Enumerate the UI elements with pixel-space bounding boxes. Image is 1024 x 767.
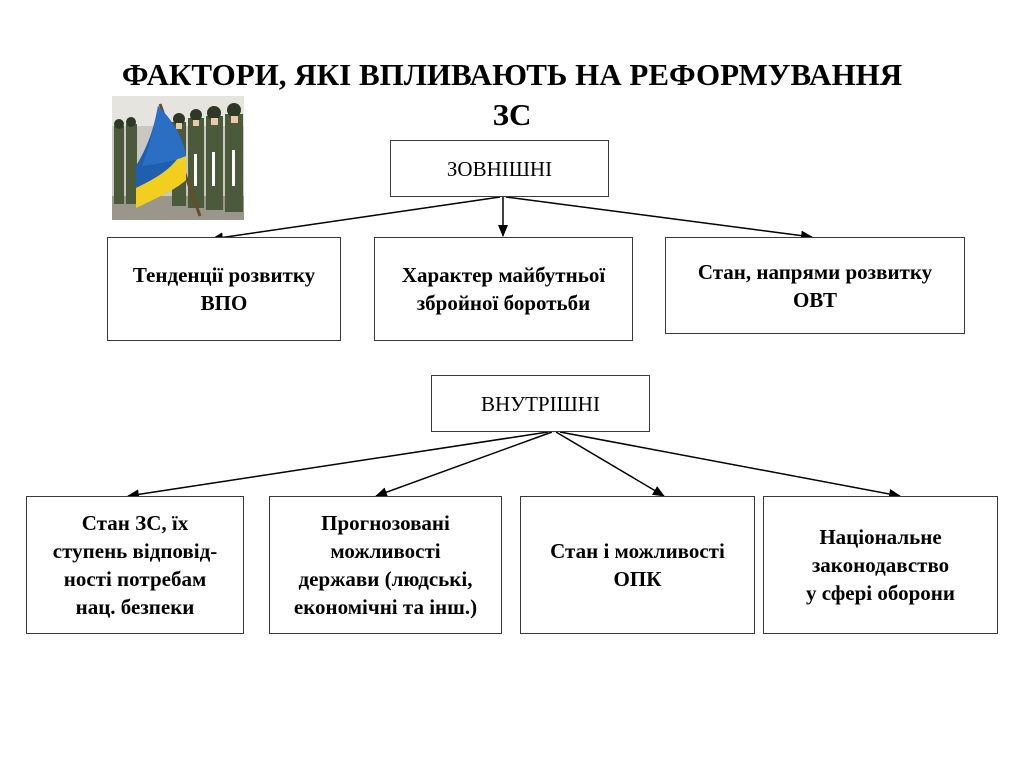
internal-factor-box: Стан і можливості ОПК — [520, 496, 755, 634]
box-text-line: ступень відповід- — [53, 537, 217, 565]
arrow-internal-1 — [128, 432, 548, 496]
external-factor-box: Тенденції розвитку ВПО — [107, 237, 341, 341]
page-title: ФАКТОРИ, ЯКІ ВПЛИВАЮТЬ НА РЕФОРМУВАННЯ — [40, 56, 984, 94]
external-category-label: ЗОВНІШНІ — [447, 155, 552, 183]
box-text-line: Тенденції розвитку — [133, 261, 315, 289]
arrow-external-3 — [506, 197, 812, 237]
arrow-internal-2 — [376, 432, 552, 496]
box-text-line: Характер майбутньої — [402, 261, 605, 289]
box-text-line: ВПО — [201, 289, 248, 317]
external-category-box: ЗОВНІШНІ — [390, 140, 609, 197]
box-text-line: Стан, напрями розвитку — [698, 258, 932, 286]
box-text-line: нац. безпеки — [76, 593, 195, 621]
arrow-external-1 — [212, 197, 500, 239]
box-text-line: держави (людські, — [299, 565, 473, 593]
internal-category-box: ВНУТРІШНІ — [431, 375, 650, 432]
box-text-line: ОПК — [614, 565, 662, 593]
box-text-line: Прогнозовані — [321, 509, 450, 537]
box-text-line: ності потребам — [64, 565, 207, 593]
internal-factor-box: Національне законодавство у сфері оборон… — [763, 496, 998, 634]
box-text-line: Національне — [819, 523, 941, 551]
internal-factor-box: Прогнозовані можливості держави (людські… — [269, 496, 502, 634]
box-text-line: можливості — [330, 537, 440, 565]
box-text-line: Стан і можливості — [550, 537, 725, 565]
arrow-internal-3 — [556, 432, 664, 496]
internal-category-label: ВНУТРІШНІ — [481, 390, 600, 418]
internal-factor-box: Стан ЗС, їх ступень відповід- ності потр… — [26, 496, 244, 634]
external-factor-box: Стан, напрями розвитку ОВТ — [665, 237, 965, 334]
external-factor-box: Характер майбутньої збройної боротьби — [374, 237, 633, 341]
box-text-line: економічні та інш.) — [294, 593, 477, 621]
box-text-line: законодавство — [812, 551, 949, 579]
box-text-line: збройної боротьби — [417, 289, 591, 317]
soldiers-flag-photo — [112, 96, 244, 220]
box-text-line: у сфері оборони — [806, 579, 955, 607]
box-text-line: ОВТ — [793, 286, 837, 314]
box-text-line: Стан ЗС, їх — [82, 509, 188, 537]
arrow-internal-4 — [560, 432, 900, 496]
